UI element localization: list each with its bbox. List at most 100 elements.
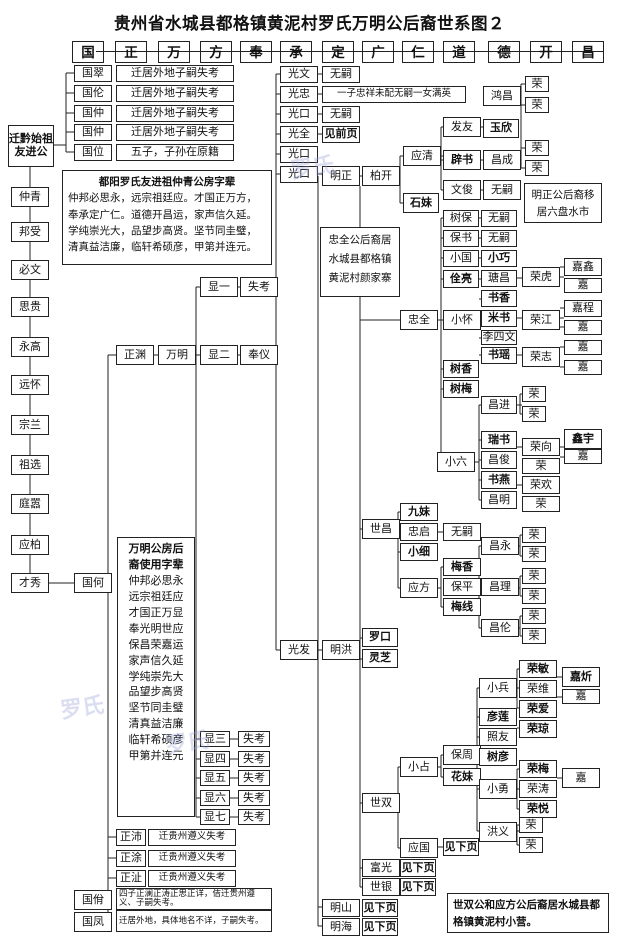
person-rong1: 荣	[525, 76, 549, 92]
person-shuyao: 书瑶	[481, 347, 517, 364]
person-rong11: 荣	[522, 568, 546, 584]
person-biwen: 必文	[11, 260, 49, 280]
person-xiansan: 显三	[200, 731, 230, 747]
person-jia5: 嘉	[564, 449, 602, 464]
person-fayou: 发友	[443, 117, 481, 137]
person-fuguang: 富光	[362, 859, 400, 877]
shishuang-note: 世双公和应方公后裔居水城县都格镇黄泥村小营。	[447, 893, 609, 933]
person-guangfa: 光发	[280, 640, 318, 660]
wanming-words-title-2: 裔使用字辈	[128, 557, 184, 571]
person-changli: 昌理	[481, 578, 519, 596]
person-rong9: 荣	[522, 527, 546, 543]
person-shuyan2: 树彦	[479, 748, 517, 766]
watermark-2: 罗氏	[58, 692, 106, 724]
person-d3: 迁居外地子嗣失考	[116, 105, 234, 122]
person-wusi4: 无嗣	[481, 210, 517, 227]
generation-2: 正	[115, 41, 147, 63]
person-bangshou: 邦受	[11, 222, 49, 242]
person-yanlian: 彦莲	[479, 708, 517, 726]
person-ronghuan: 荣欢	[522, 476, 560, 494]
person-hongchang: 鸿昌	[483, 86, 521, 106]
person-xiaoliu: 小六	[437, 452, 475, 472]
wanming-word-10: 清真益洁廉	[128, 717, 184, 731]
person-shubao: 树保	[443, 210, 479, 227]
wanming-word-1: 仲邦必思永	[128, 573, 184, 587]
person-guangkou1: 光口	[280, 106, 318, 123]
wanming-word-2: 远宗祖廷应	[128, 589, 184, 603]
person-hongyi: 洪义	[479, 822, 517, 842]
person-jinyu: 鑫宇	[564, 429, 602, 449]
person-jiaxin: 嘉鑫	[564, 258, 602, 276]
person-zhongqi: 忠启	[400, 523, 438, 541]
generation-10: 道	[443, 41, 475, 63]
all-words-line-3: 学纯崇光大，品望步高贤。坚节同圭璧，	[68, 224, 257, 237]
person-mishu: 米书	[481, 310, 517, 327]
person-rong13: 荣	[522, 608, 546, 624]
person-guozhong2: 国仲	[74, 124, 112, 141]
person-rong5: 荣	[522, 386, 546, 402]
person-yingbai: 应柏	[11, 535, 49, 555]
person-rongai: 荣爱	[519, 700, 557, 718]
person-zonglan: 宗兰	[11, 415, 49, 435]
person-d1: 迁居外地子嗣失考	[116, 65, 234, 82]
watermark-1: 罗氏	[288, 152, 336, 184]
person-ruishu: 瑞书	[481, 431, 517, 449]
mingzheng-note: 明正公后裔移居六盘水市区。	[524, 183, 602, 223]
person-rong10: 荣	[522, 546, 546, 562]
person-rongjiang: 荣江	[522, 310, 560, 330]
person-guocui: 国翠	[74, 65, 112, 82]
person-sk3: 失考	[238, 731, 270, 747]
person-xianliu: 显六	[200, 790, 230, 806]
person-shuxiang2: 树香	[443, 360, 479, 378]
zhongquan-note-line-1: 忠全公后裔居	[328, 234, 392, 246]
person-yingguo: 应国	[400, 838, 438, 858]
person-xianwu: 显五	[200, 770, 230, 786]
person-gz_note: 一子忠祥未配无嗣一女满英	[322, 86, 466, 103]
person-jiaxin2: 嘉炘	[562, 667, 600, 687]
mingzheng-note-text: 明正公后裔移居六盘水市区。	[531, 189, 595, 218]
person-baoping: 保平	[443, 578, 481, 596]
wanming-words-title-1: 万明公房后	[128, 542, 184, 555]
person-rong7: 荣	[522, 458, 560, 474]
person-jianqian2: 见下页	[443, 838, 479, 856]
person-rongmin: 荣敏	[519, 660, 557, 678]
person-xiaohuai: 小怀	[443, 310, 481, 330]
person-rong6: 荣	[522, 406, 546, 422]
person-wusi7: 无嗣	[443, 523, 481, 541]
generation-13: 昌	[572, 41, 604, 63]
wanming-word-11: 临轩希硕彦	[128, 733, 184, 747]
person-yuanhuai: 远怀	[11, 375, 49, 395]
person-minghai: 明海	[322, 918, 360, 936]
founder-line-1: 迁黔始祖	[9, 132, 53, 146]
person-wanming: 万明	[158, 345, 196, 365]
generation-4: 方	[200, 41, 232, 63]
person-jiumei: 九妹	[400, 503, 438, 521]
person-jianxia4: 见下页	[362, 918, 398, 936]
person-chengliang: 佺亮	[443, 270, 479, 288]
person-zhengpei: 正沛	[116, 829, 146, 846]
person-changlun: 昌伦	[481, 619, 519, 637]
watermark-3: 罗氏	[163, 727, 211, 759]
person-wusi5: 无嗣	[481, 230, 517, 247]
person-xiaoqiao: 小巧	[481, 250, 517, 267]
founder-box: 迁黔始祖友进公	[8, 125, 54, 167]
all-words-box: 都阳罗氏友进祖仲青公房字辈 仲邦必思永，远宗祖廷应。才国正万方， 奉承定广仁。道…	[62, 170, 272, 265]
person-changjin: 昌进	[481, 396, 517, 414]
person-shishuang: 世双	[362, 793, 400, 813]
person-baozhou: 保周	[443, 745, 481, 765]
person-zuxiang: 祖选	[11, 455, 49, 475]
person-luokou: 罗口	[362, 628, 398, 647]
person-jia3: 嘉	[564, 340, 602, 355]
person-baoshu: 保书	[443, 230, 479, 247]
person-changjun: 昌俊	[481, 451, 517, 469]
person-sk5: 失考	[238, 770, 270, 786]
generation-8: 广	[362, 41, 394, 63]
person-ronghu: 荣虎	[522, 267, 560, 287]
person-xiaobing: 小兵	[479, 678, 517, 698]
person-rongmei: 荣梅	[519, 760, 557, 778]
person-lingzhi: 灵芝	[362, 649, 398, 668]
person-guangwen: 光文	[280, 66, 318, 83]
person-zt_note: 迁贵州遵义失考	[148, 850, 236, 867]
person-yonggao: 永高	[11, 337, 49, 357]
